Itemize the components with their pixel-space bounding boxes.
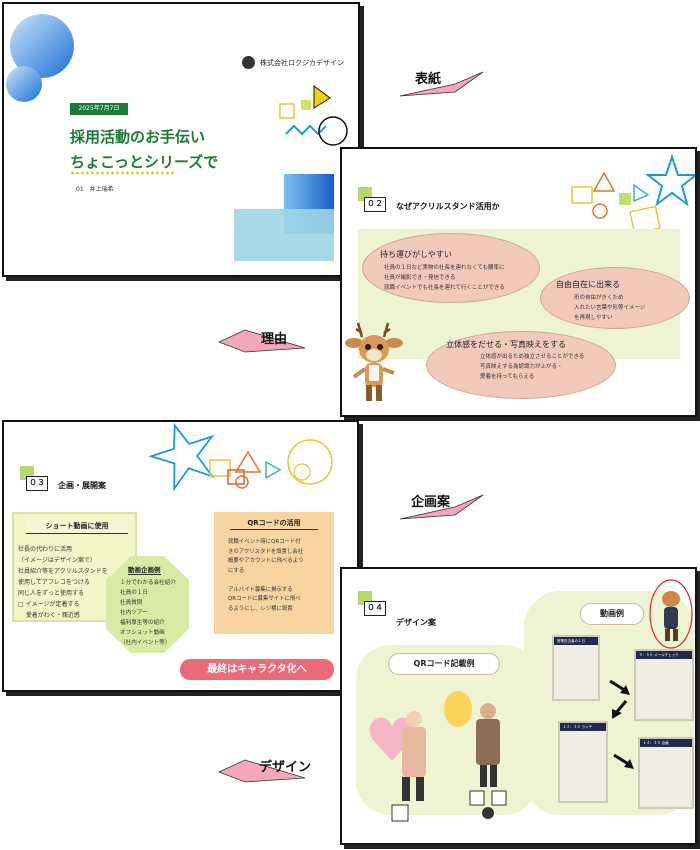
short-video-line: （イメージはデザイン案で） (18, 557, 96, 564)
qr-usage-title: QRコードの活用 (247, 519, 301, 527)
reason-2-line: 形の自由がきくため (574, 295, 624, 301)
short-video-line: □ イメージが定着する (18, 601, 80, 608)
tag-swoosh-icon (399, 71, 484, 97)
reason-3-line: 愛着を持ってもらえる (480, 374, 535, 380)
tag-swoosh-icon (217, 329, 306, 353)
video-thumb-2-title: ９：５０ メールチェック (636, 651, 692, 659)
short-video-line: 社員紹介等をアクリルスタンドを (18, 568, 108, 575)
short-video-line: 同じ人をずっと使用する (18, 590, 85, 597)
reason-1-title: 持ち運びがしやすい (380, 250, 452, 259)
tag-swoosh-icon (217, 759, 306, 783)
qr-usage-line: アルバイト募集に掲示する (228, 586, 293, 593)
tag-plan-label: 企画案 (411, 495, 451, 510)
cover-decoration (6, 14, 348, 261)
cover-author: 01 井上瑞希 (76, 186, 114, 193)
reason-2-title: 自由自在に出来る (556, 280, 620, 289)
short-video-body: 社長の代わりに活用 （イメージはデザイン案で） 社員紹介等をアクリルスタンドを … (18, 544, 108, 621)
reason-1-line: 社員の１日など実物の社長を連れなくても腰率に (384, 265, 505, 271)
reason-1-line: 就職イベントでも社長を連れて行くことができる (384, 285, 505, 291)
video-thumb-4: １４：３０ 会議 (638, 737, 694, 809)
qr-example-label: QRコード記載例 (388, 653, 500, 675)
video-example-item: 社員の１日 (120, 590, 148, 596)
cover-title-line-1: 採用活動のお手伝い (70, 128, 206, 146)
qr-usage-line: 概要やアカウントに飛べるよう (228, 558, 304, 564)
reason-3-line: 立体感が出るため独立させることができる (480, 354, 585, 360)
cover-title-line-2: ちょこっとシリーズで (70, 153, 219, 171)
video-thumb-4-title: １４：３０ 会議 (640, 739, 692, 747)
tag-plan: 企画案 (395, 485, 485, 520)
deer-mascot-icon (345, 322, 403, 401)
tag-design: デザイン (215, 752, 311, 783)
qr-usage-line: るようにし、レジ横に設置 (228, 605, 293, 612)
tag-reason: 理由 (215, 322, 306, 353)
final-banner: 最終はキャラクタ化へ (180, 659, 334, 680)
qr-usage-spacer (228, 576, 303, 586)
section-heading: デザイン案 (396, 618, 436, 627)
video-example-item: 福利厚生等の紹介 (120, 620, 165, 626)
reason-1-body: 社員の１日など実物の社長を連れなくても腰率に 社員が撮影でき・発信できる 就職イ… (384, 263, 505, 293)
reason-oval-3 (426, 331, 616, 399)
tag-cover-label: 表紙 (415, 72, 442, 87)
video-example-item: 社員質問 (120, 600, 143, 606)
video-thumb-1: 営業担当者の１日 (552, 635, 600, 701)
short-video-title: ショート動画に使用 (26, 518, 128, 534)
section-number: ０４ (364, 601, 386, 616)
qr-usage-body: 就職イベント時にQRコード付 きのアクリスタドを設置し会社 概要やアカウントに飛… (228, 538, 303, 614)
short-video-line: 使用してアフレコをつける (18, 579, 90, 586)
video-thumb-2: ９：５０ メールチェック (634, 649, 694, 721)
video-thumb-3-title: １２：３０ ランチ (560, 723, 606, 731)
cover-title: 採用活動のお手伝い ちょこっとシリーズで (70, 125, 218, 175)
tag-design-label: デザイン (259, 760, 312, 775)
section-number: ０３ (26, 476, 48, 491)
qr-usage-line: きのアクリスタドを設置し会社 (228, 548, 304, 555)
qr-usage-line: にする (228, 567, 245, 574)
video-example-item: （社内イベント等） (120, 640, 171, 646)
video-thumb-1-title: 営業担当者の１日 (554, 637, 598, 645)
reason-3-body: 立体感が出るため独立させることができる 写真映えする為認識力が上がる・ 愛着を持… (480, 352, 584, 382)
qr-usage-line: 就職イベント時にQRコード付 (228, 539, 301, 545)
section-heading: 企画・展開案 (58, 481, 106, 490)
reason-2-line: 入れたい言葉や形等イメージ (574, 305, 646, 311)
company-logo-icon (242, 56, 255, 69)
company-name: 株式会社ロクジカデザイン (260, 59, 344, 67)
flow-arrows (609, 679, 634, 769)
qr-usage-line: QRコードに募集サイトに飛べ (228, 596, 301, 602)
dotted-divider (70, 171, 176, 175)
video-example-label: 動画例 (580, 603, 644, 625)
video-example-item: オフショット動画 (120, 630, 165, 636)
plan-decoration (148, 422, 333, 492)
video-examples-body: １分でわかる会社紹介 社員の１日 社員質問 社内ツアー 福利厚生等の紹介 オフシ… (120, 578, 176, 648)
reason-2-line: を再現しやすい (574, 315, 613, 321)
section-heading: なぜアクリルスタンド活用か (396, 202, 500, 211)
qr-usage-card (214, 512, 334, 634)
reason-1-line: 社員が撮影でき・発信できる (384, 275, 456, 281)
video-examples-title: 動画企画例 (128, 566, 161, 575)
video-examples-card (106, 556, 189, 653)
short-video-line: 愛着がわく・親近感 (18, 612, 80, 619)
reason-3-line: 写真映えする為認識力が上がる・ (480, 364, 563, 370)
video-example-item: １分でわかる会社紹介 (120, 580, 176, 586)
short-video-line: 社長の代わりに活用 (18, 546, 73, 553)
section-number: ０２ (364, 197, 386, 212)
qr-example-illustration (369, 691, 507, 822)
video-example-item: 社内ツアー (120, 610, 148, 616)
reason-oval-2 (540, 267, 690, 329)
slide-plan[interactable]: ０３ 企画・展開案 ショート動画に使用 社長の代わりに活用 （イメージはデザイン… (2, 420, 359, 692)
qr-usage-underline (230, 529, 318, 530)
deer-mascot-circled-icon (649, 579, 693, 649)
video-thumb-3: １２：３０ ランチ (558, 721, 608, 803)
tag-reason-label: 理由 (261, 332, 288, 347)
tag-swoosh-icon (399, 494, 484, 520)
reason-2-body: 形の自由がきくため 入れたい言葉や形等イメージ を再現しやすい (574, 293, 645, 323)
cover-date: 2025年7月7日 (70, 103, 128, 115)
slide-reason[interactable]: ０２ なぜアクリルスタンド活用か 持ち運びがしやすい 社員の１日など実物の社長を… (340, 147, 697, 417)
slide-cover[interactable]: 株式会社ロクジカデザイン 2025年7月7日 採用活動のお手伝い ちょこっとシリ… (2, 2, 360, 277)
reason-3-title: 立体感をだせる・写真映えをする (446, 340, 566, 349)
tag-cover: 表紙 (395, 62, 485, 97)
reason-oval-1 (362, 233, 540, 303)
slide-design[interactable]: ０４ デザイン案 QRコード記載例 動画例 営業担当 (340, 567, 697, 845)
